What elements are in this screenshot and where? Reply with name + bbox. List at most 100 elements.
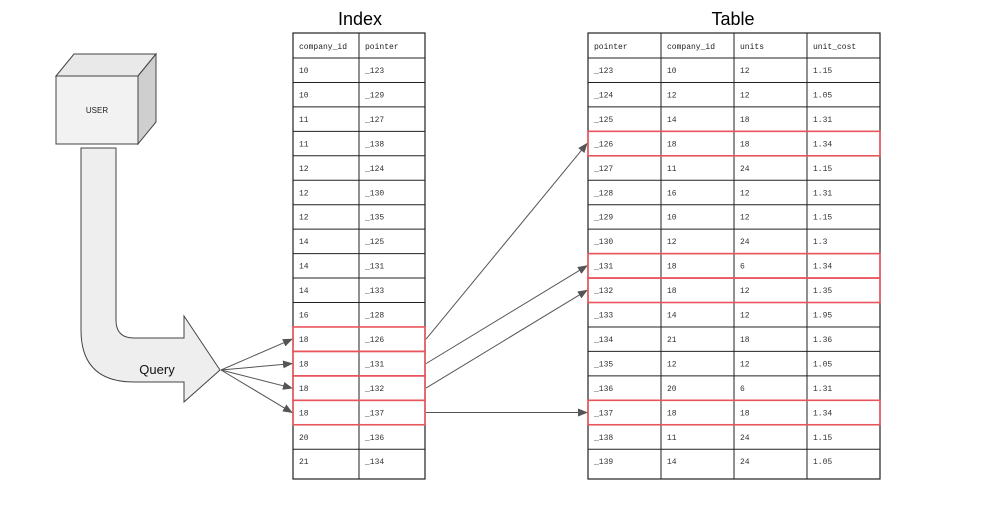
index-cell-company-id: 14 — [299, 287, 309, 296]
data-cell-company-id: 12 — [667, 360, 677, 369]
data-cell-units: 12 — [740, 189, 750, 198]
data-cell-units: 12 — [740, 312, 750, 321]
data-cell-unit-cost: 1.15 — [813, 165, 832, 174]
data-cell-units: 18 — [740, 409, 750, 418]
index-row: 11_127 — [293, 106, 425, 125]
data-cell-pointer: _139 — [593, 458, 613, 467]
data-header-units: units — [740, 43, 764, 52]
data-cell-units: 24 — [740, 458, 750, 467]
index-cell-pointer: _134 — [364, 458, 384, 467]
data-cell-units: 18 — [740, 116, 750, 125]
data-cell-unit-cost: 1.05 — [813, 360, 832, 369]
data-cell-company-id: 12 — [667, 91, 677, 100]
data-cell-unit-cost: 1.31 — [813, 385, 832, 394]
index-cell-pointer: _132 — [364, 385, 384, 394]
data-cell-pointer: _128 — [593, 189, 613, 198]
data-header-company-id: company_id — [667, 43, 715, 52]
data-cell-unit-cost: 1.31 — [813, 189, 832, 198]
data-cell-units: 24 — [740, 165, 750, 174]
index-title: Index — [338, 9, 382, 29]
data-cell-units: 12 — [740, 214, 750, 223]
data-cell-unit-cost: 1.34 — [813, 263, 832, 272]
index-row: 12 _130 — [293, 179, 425, 198]
data-cell-units: 18 — [740, 140, 750, 149]
data-cell-units: 12 — [740, 287, 750, 296]
data-cell-company-id: 11 — [667, 434, 677, 443]
index-row: 14_125 — [293, 228, 425, 247]
data-cell-unit-cost: 1.3 — [813, 238, 828, 247]
index-cell-pointer: _124 — [364, 165, 384, 174]
index-cell-pointer: _137 — [364, 409, 384, 418]
user-label: USER — [86, 106, 108, 115]
query-to-index-arrow — [220, 338, 293, 371]
index-cell-company-id: 10 — [299, 91, 309, 100]
data-cell-unit-cost: 1.35 — [813, 287, 832, 296]
index-cell-pointer: _138 — [364, 140, 384, 149]
index-cell-company-id: 11 — [299, 116, 309, 125]
data-cell-units: 24 — [740, 238, 750, 247]
index-cell-company-id: 18 — [299, 409, 309, 418]
index-row: 14_131 — [293, 253, 425, 272]
data-cell-company-id: 18 — [667, 263, 677, 272]
data-cell-company-id: 18 — [667, 409, 677, 418]
query-to-index-arrow — [220, 369, 293, 390]
data-cell-unit-cost: 1.15 — [813, 214, 832, 223]
data-cell-pointer: _135 — [593, 360, 613, 369]
data-cell-unit-cost: 1.05 — [813, 458, 832, 467]
index-cell-company-id: 18 — [299, 385, 309, 394]
data-cell-company-id: 11 — [667, 165, 677, 174]
index-cell-pointer: _131 — [364, 263, 384, 272]
index-cell-company-id: 10 — [299, 67, 309, 76]
index-cell-company-id: 12 — [299, 189, 309, 198]
data-cell-company-id: 14 — [667, 312, 677, 321]
index-cell-pointer: _128 — [364, 312, 384, 321]
data-cell-company-id: 14 — [667, 458, 677, 467]
query-arrow: Query — [80, 147, 221, 404]
index-header-company-id: company_id — [299, 43, 347, 52]
pointer-link-arrow — [425, 142, 588, 340]
index-cell-pointer: _130 — [364, 189, 384, 198]
index-cell-company-id: 20 — [299, 434, 309, 443]
data-cell-unit-cost: 1.34 — [813, 140, 832, 149]
data-header-pointer: pointer — [594, 43, 628, 52]
data-cell-pointer: _136 — [593, 385, 613, 394]
index-cell-company-id: 21 — [299, 458, 309, 467]
data-cell-company-id: 20 — [667, 385, 677, 394]
data-cell-units: 12 — [740, 67, 750, 76]
index-cell-company-id: 11 — [299, 140, 309, 149]
data-cell-pointer: _127 — [593, 165, 613, 174]
index-header-pointer: pointer — [365, 43, 399, 52]
data-cell-company-id: 14 — [667, 116, 677, 125]
query-to-index-arrow — [220, 369, 293, 414]
index-row: 11 _138 — [293, 130, 425, 149]
data-cell-company-id: 21 — [667, 336, 677, 345]
index-row: 21 _134 — [293, 448, 425, 467]
index-cell-company-id: 12 — [299, 165, 309, 174]
data-cell-pointer: _133 — [593, 312, 613, 321]
data-cell-pointer: _129 — [593, 214, 613, 223]
data-header-unit-cost: unit_cost — [813, 43, 856, 52]
user-cube: USER — [54, 52, 158, 146]
index-cell-company-id: 16 — [299, 312, 309, 321]
data-row: _139 14 24 1.05 — [588, 448, 880, 467]
query-label: Query — [139, 362, 175, 377]
data-cell-pointer: _132 — [593, 287, 613, 296]
data-cell-units: 12 — [740, 91, 750, 100]
index-cell-pointer: _129 — [364, 91, 384, 100]
data-cell-pointer: _124 — [593, 91, 613, 100]
index-cell-pointer: _126 — [364, 336, 384, 345]
data-cell-unit-cost: 1.34 — [813, 409, 832, 418]
data-cell-unit-cost: 1.15 — [813, 67, 832, 76]
data-cell-pointer: _134 — [593, 336, 613, 345]
data-cell-pointer: _123 — [593, 67, 613, 76]
data-cell-pointer: _137 — [593, 409, 613, 418]
index-row: 12_135 — [293, 204, 425, 223]
